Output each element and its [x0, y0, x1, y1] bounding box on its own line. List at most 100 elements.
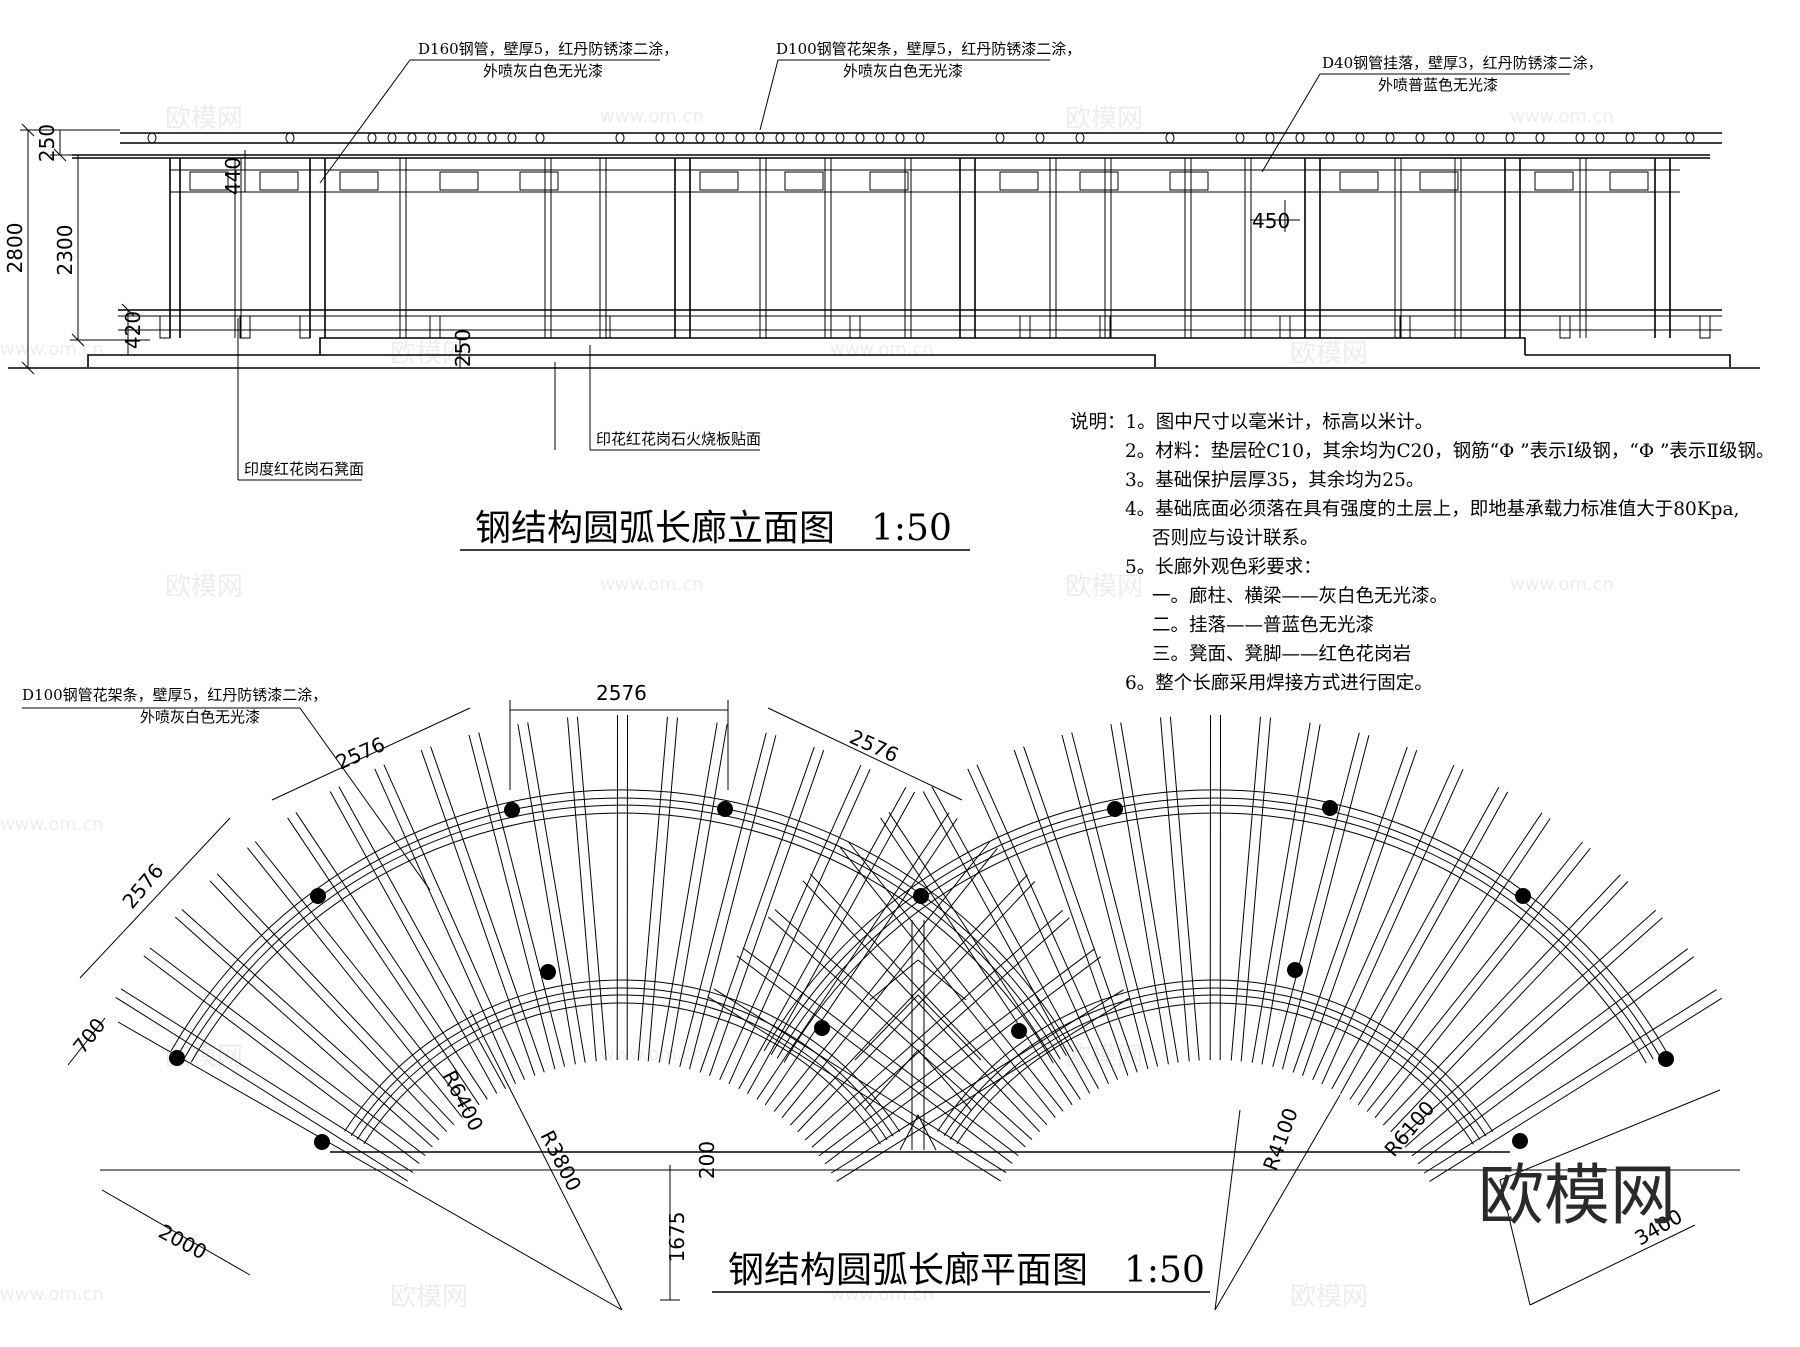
design-notes: 说明：1。图中尺寸以毫米计，标高以米计。 2。材料：垫层砼C10，其余均为C20…: [1070, 408, 1790, 698]
lattice-box: [784, 171, 824, 191]
rafter-edge: [679, 732, 767, 1067]
dim-420: 420: [121, 311, 145, 349]
plan-column: [310, 888, 326, 904]
pipe-end: [1415, 132, 1425, 144]
dim-span-left-upper: 2576: [332, 732, 388, 775]
dim-2300: 2300: [53, 225, 77, 276]
rafter-edge: [1397, 909, 1657, 1141]
notes-line-1: 说明：1。图中尺寸以毫米计，标高以米计。: [1070, 408, 1790, 437]
rafter-edge: [1340, 791, 1509, 1094]
rafter-edge: [295, 812, 488, 1100]
watermark-brand: 欧模网: [165, 572, 243, 602]
lattice-box: [1169, 171, 1209, 191]
pipe-end: [1445, 132, 1455, 144]
seat-plinth: [319, 337, 1526, 355]
rafter-edge: [1272, 732, 1360, 1067]
label-base-finish: 印花红花岗石火烧板贴面: [596, 430, 761, 448]
watermark-brand: 欧模网: [1065, 572, 1143, 602]
rafter-edge: [1292, 746, 1408, 1073]
rafter-edge: [1230, 716, 1261, 1061]
rafter-edge: [789, 874, 1028, 1126]
rafter-edge: [1261, 724, 1321, 1065]
pipe-end: [487, 132, 497, 144]
plan-callout-line2: 外喷灰白色无光漆: [140, 708, 260, 726]
dim-span-right-upper: 2576: [846, 725, 902, 768]
columns: [159, 158, 1711, 339]
rafter-edge: [719, 764, 862, 1081]
rafter-edge: [738, 786, 907, 1090]
inner-arc: [350, 987, 894, 1137]
rafter-edge: [756, 812, 950, 1100]
rafter-edge: [1404, 917, 1663, 1148]
rafter-edge: [922, 791, 1091, 1094]
watermark-brand: 欧模网: [390, 339, 468, 369]
inner-arc: [363, 1002, 881, 1145]
watermark-url: www.om.cn: [830, 339, 934, 360]
watermark-brand: 欧模网: [1065, 104, 1143, 134]
rafter-edge: [1390, 881, 1629, 1133]
rafter-edge: [774, 909, 1033, 1140]
lattice-box: [1079, 171, 1119, 191]
pipe-end: [1075, 132, 1085, 144]
pipe-end: [387, 132, 397, 144]
plan-column: [814, 1020, 830, 1036]
rafter-edge: [736, 955, 1013, 1164]
pipe-end: [1235, 132, 1245, 144]
plan-column: [1287, 962, 1303, 978]
seat-leg: [1699, 315, 1711, 339]
rafter-edge: [804, 909, 1064, 1141]
seat-leg: [1099, 315, 1111, 339]
lattice-box: [1609, 171, 1649, 191]
watermark-url: www.om.cn: [600, 574, 704, 595]
dim-span-left: 2576: [117, 859, 168, 913]
rafter-edge: [576, 716, 607, 1061]
lattice-box: [439, 171, 479, 191]
dim-250-base: 250: [451, 329, 475, 367]
rafter-edge: [1251, 722, 1311, 1063]
center-joint: [854, 920, 982, 1151]
rafter-edge: [811, 917, 1070, 1148]
seat-leg: [1019, 315, 1031, 339]
seat-leg: [239, 315, 251, 339]
dim-440: 440: [221, 157, 245, 195]
rafter-edge: [847, 841, 1064, 1112]
elevation-drawing: 2800 250 2300 440 420 250 450 D160钢管，壁厚5…: [3, 40, 1760, 551]
pipe-end: [875, 132, 885, 144]
rafter-edge: [120, 988, 414, 1174]
rafter-edge: [708, 996, 1001, 1182]
plan-column: [1658, 1051, 1674, 1067]
rafter-edge: [976, 764, 1119, 1080]
rafter-edge: [1366, 841, 1583, 1112]
rafter-edge: [658, 722, 718, 1063]
plan-column: [1515, 888, 1531, 904]
plan-column: [717, 801, 733, 817]
inner-arc: [356, 994, 888, 1141]
rafter-edge: [1321, 768, 1464, 1085]
plan-column: [1322, 800, 1338, 816]
plan-column: [1107, 801, 1123, 817]
label-seat-top: 印度红花岗石凳面: [244, 460, 364, 478]
watermark-brand: 欧模网: [1065, 1042, 1143, 1072]
callout-d40-line1: D40钢管挂落，壁厚3，红丹防锈漆二涂，: [1322, 54, 1603, 72]
note-item: 三。凳面、凳脚——红色花岗岩: [1152, 644, 1412, 665]
pipe-end: [835, 132, 845, 144]
pipe-end: [755, 132, 765, 144]
outer-arc: [770, 797, 1660, 1056]
rafter-edge: [802, 880, 1041, 1133]
rafter-edge: [181, 909, 440, 1140]
dim-2800: 2800: [3, 223, 27, 274]
rafter-edge: [1013, 749, 1129, 1076]
watermark-url: www.om.cn: [0, 814, 104, 835]
radius-r4100: R4100: [1258, 1105, 1303, 1174]
rafter-edge: [880, 817, 1073, 1106]
rafter-edge: [836, 997, 1130, 1182]
rafter-edge: [174, 916, 433, 1148]
base-slab-right: [1525, 354, 1731, 367]
rafter-edge: [818, 948, 1096, 1157]
rafter-edge: [728, 768, 871, 1085]
radius-r6400: R6400: [438, 1066, 489, 1135]
pipe-end: [367, 132, 377, 144]
note-item: 5。长廊外观色彩要求：: [1125, 557, 1322, 578]
rafter-edge: [329, 791, 498, 1094]
